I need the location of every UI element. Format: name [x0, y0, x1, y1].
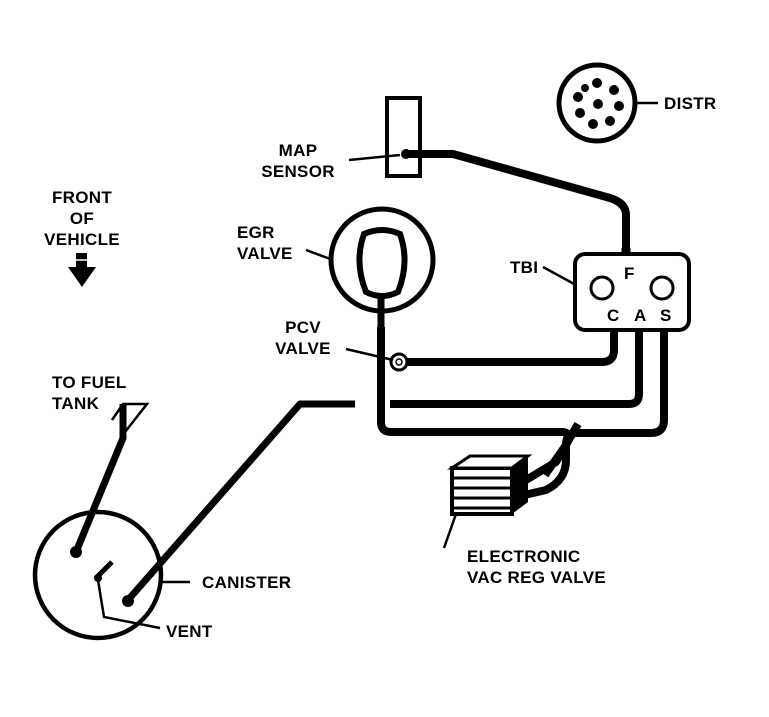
egr-valve-label: EGR VALVE	[237, 222, 293, 264]
egr-valve	[305, 206, 436, 327]
tbi-port-s-label: S	[660, 306, 672, 325]
hose-evrv-upper	[523, 421, 582, 484]
map-sensor	[348, 96, 422, 178]
hose-tbi-a-to-evrv	[390, 330, 643, 408]
pcv-label-line1: PCV	[285, 318, 321, 337]
tbi-bore-right	[649, 275, 675, 301]
tbi-unit	[542, 248, 691, 332]
canister	[32, 509, 190, 641]
pcv-label-line2: VALVE	[275, 339, 331, 358]
egr-diaphragm	[356, 227, 408, 299]
fuel-label-line2: TANK	[52, 394, 100, 413]
to-fuel-tank-label: TO FUEL TANK	[52, 372, 127, 414]
canister-body	[32, 509, 164, 641]
distributor	[556, 62, 658, 144]
egr-label-line1: EGR	[237, 223, 275, 242]
hose-to-canister	[125, 400, 355, 603]
tbi-port-c-label: C	[607, 306, 620, 325]
front-arrow-icon	[68, 253, 96, 287]
tbi-bore-left	[589, 275, 615, 301]
canister-label: CANISTER	[202, 573, 292, 592]
front-of-vehicle-label: FRONT OF VEHICLE	[32, 187, 132, 250]
canister-purge-port	[122, 595, 134, 607]
hose-tbi-c-to-pcv	[404, 330, 618, 366]
pcv-valve-label: PCV VALVE	[258, 317, 348, 359]
evrv-leader	[442, 513, 458, 549]
evrv-side	[512, 456, 528, 514]
front-label-line1: FRONT	[51, 188, 113, 207]
tbi-body	[573, 252, 691, 332]
canister-vent-port	[96, 560, 114, 578]
evrv-label-line1: ELECTRONIC	[467, 547, 581, 566]
front-label-line2: OF	[69, 209, 95, 228]
canister-tank-port	[70, 546, 82, 558]
tbi-port-f-label: F	[624, 264, 635, 283]
electronic-vac-reg-valve	[442, 454, 533, 549]
map-label-line1: MAP	[278, 141, 318, 160]
egr-label-line2: VALVE	[237, 244, 293, 263]
map-sensor-label: MAP SENSOR	[248, 140, 348, 182]
pcv-leader	[345, 347, 394, 362]
front-label-line3: VEHICLE	[44, 230, 120, 249]
hose-to-fuel-tank	[72, 404, 127, 554]
evrv-label-line2: VAC REG VALVE	[467, 568, 606, 587]
fuel-tank-leader	[110, 402, 150, 433]
hose-map-to-tbi	[402, 150, 630, 252]
map-leader	[348, 153, 401, 162]
vent-label: VENT	[166, 622, 213, 641]
hose-tbi-s	[585, 330, 668, 437]
map-label-line2: SENSOR	[261, 162, 335, 181]
pcv-valve	[345, 347, 409, 372]
map-sensor-body	[385, 96, 422, 178]
evrv-label: ELECTRONIC VAC REG VALVE	[467, 546, 606, 588]
tbi-leader	[542, 265, 577, 287]
fuel-label-line1: TO FUEL	[52, 373, 127, 392]
tbi-label: TBI	[510, 258, 539, 277]
vent-leader	[96, 579, 161, 630]
tbi-port-a-label: A	[634, 306, 647, 325]
egr-leader	[305, 248, 334, 262]
distr-label: DISTR	[664, 94, 717, 113]
distributor-terminals	[573, 78, 624, 129]
